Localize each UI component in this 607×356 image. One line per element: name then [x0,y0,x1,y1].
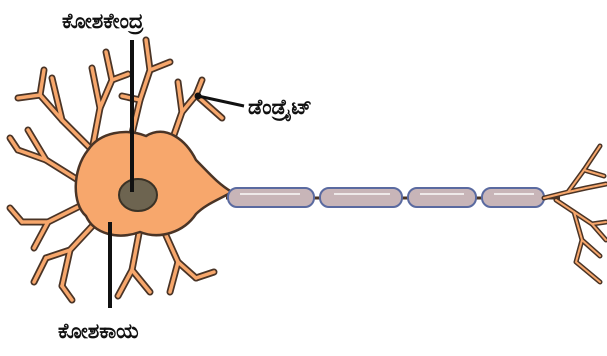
nucleus [119,179,157,211]
axon [226,188,560,207]
myelin-segment [408,188,476,207]
nucleus-label: ಕೋಶಕೇಂದ್ರ [62,9,144,35]
myelin-segment [482,188,544,207]
cell-body [76,132,232,236]
cell-body-label: ಕೋಶಕಾಯ [58,319,139,343]
dendrite-pointer-dot [195,93,202,100]
myelin-segment [320,188,402,207]
myelin-segment [228,188,314,207]
dendrite-label: ಡೆಂಡ್ರೈಟ್ [248,95,312,121]
